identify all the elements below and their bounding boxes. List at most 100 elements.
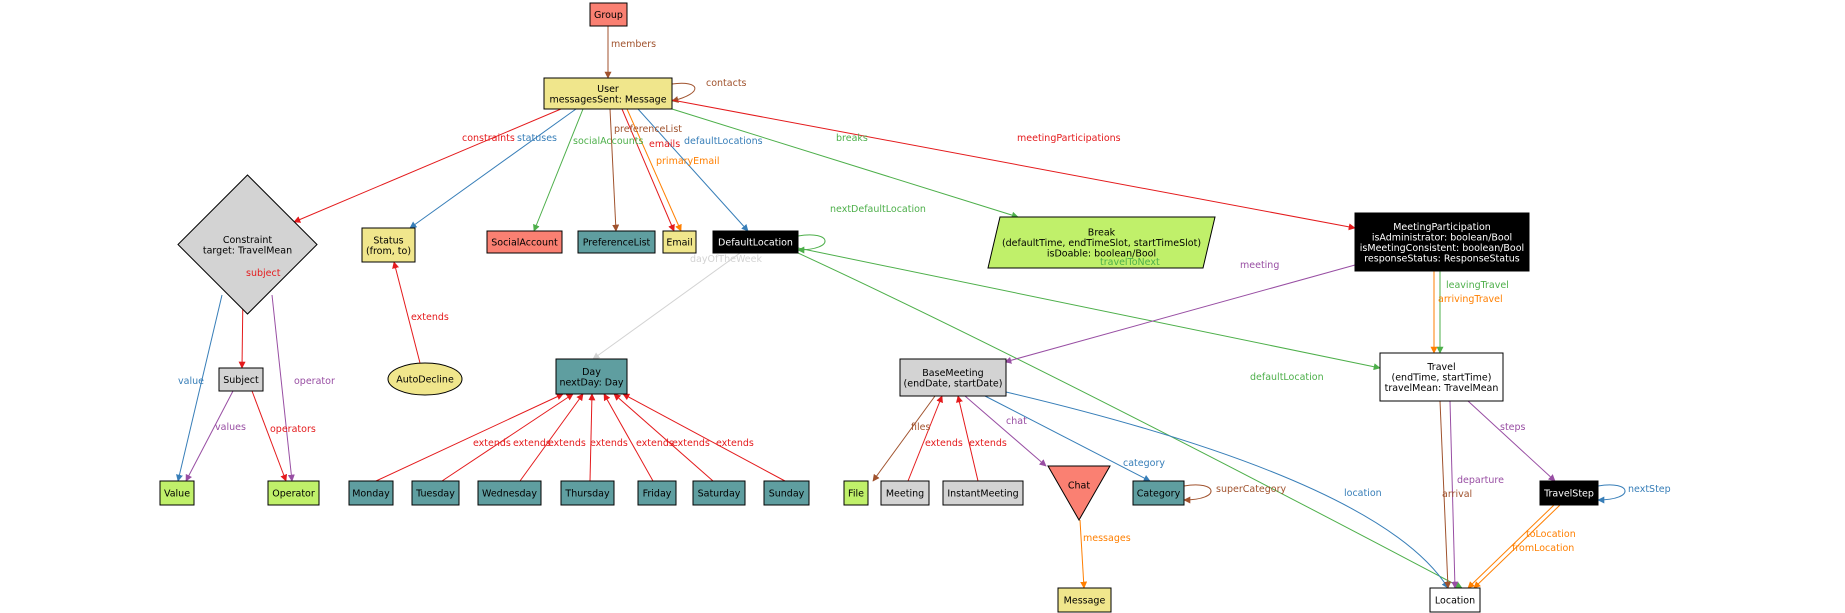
edge-instantmeeting-extends [956,395,979,482]
edge-label-constraints: constraints [462,133,515,144]
edge-primaryEmail [626,108,682,232]
node-attr-meeting-participation: isAdministrator: boolean/Bool [1372,232,1512,243]
node-break[interactable]: Break(defaultTime, endTimeSlot, startTim… [987,216,1216,269]
node-email[interactable]: Email [662,230,697,254]
node-friday[interactable]: Friday [637,480,677,506]
edge-label-chat: chat [1006,416,1027,427]
node-monday[interactable]: Monday [348,480,394,506]
edge-constraints [293,108,562,223]
node-operator[interactable]: Operator [267,480,320,506]
edge-preferenceList [609,108,620,232]
node-value[interactable]: Value [159,480,195,506]
node-shape-message [1057,587,1112,613]
node-title-sunday: Sunday [769,489,805,500]
node-shape-sunday [763,480,810,506]
edge-label-operators: operators [270,424,316,435]
node-title-operator: Operator [272,489,315,500]
node-shape-saturday [692,480,746,506]
edge-tuesday-extends [441,393,574,482]
node-location[interactable]: Location [1429,587,1481,613]
edge-messages [1079,519,1088,589]
node-shape-base-meeting [899,358,1007,397]
node-attr-meeting-participation: responseStatus: ResponseStatus [1364,253,1520,264]
node-travel[interactable]: Travel(endTime, startTime)travelMean: Tr… [1379,352,1504,402]
node-shape-user [543,77,673,110]
edge-contacts [671,82,696,103]
node-title-subject: Subject [223,375,259,386]
edge-label-monday-extends: extends [473,438,511,449]
node-travel-step[interactable]: TravelStep [1539,480,1599,506]
edge-nextDefaultLocation [797,234,826,254]
edge-fromLocation [1467,504,1555,589]
edge-sunday-extends [622,393,786,482]
edge-label-value: value [178,376,204,387]
edge-label-category: category [1123,458,1165,469]
node-tuesday[interactable]: Tuesday [411,480,460,506]
edge-saturday-extends [613,393,714,482]
node-title-group: Group [594,10,623,21]
node-social-account[interactable]: SocialAccount [486,230,563,254]
edge-label-members: members [611,39,656,50]
edge-label-subject: subject [246,268,281,279]
edge-label-emails: emails [649,139,680,150]
node-message[interactable]: Message [1057,587,1112,613]
node-title-wednesday: Wednesday [482,489,537,500]
edge-label-values: values [215,422,246,433]
node-title-preference-list: PreferenceList [583,238,651,249]
edge-label-location: location [1344,488,1382,499]
node-shape-auto-decline [387,362,463,396]
node-thursday[interactable]: Thursday [560,480,615,506]
node-meeting[interactable]: Meeting [880,480,930,506]
edge-label-files: files [911,422,930,433]
node-wednesday[interactable]: Wednesday [477,480,542,506]
node-title-email: Email [666,238,692,249]
edge-thursday-extends [588,393,596,482]
node-shape-default-location [712,230,799,254]
edge-autodecline-extends [392,261,421,364]
node-title-default-location: DefaultLocation [718,238,793,249]
node-title-file: File [848,489,864,500]
node-title-monday: Monday [352,489,390,500]
edge-label-arrivingTravel: arrivingTravel [1438,294,1503,305]
node-title-auto-decline: AutoDecline [396,375,454,386]
node-attr-meeting-participation: isMeetingConsistent: boolean/Bool [1360,243,1524,254]
node-instant-meeting[interactable]: InstantMeeting [942,480,1024,506]
node-auto-decline[interactable]: AutoDecline [387,362,463,396]
node-status[interactable]: Status(from, to) [361,227,416,263]
node-shape-travel [1379,352,1504,402]
edge-label-operator: operator [294,376,335,387]
node-title-travel: Travel [1426,362,1455,373]
node-shape-category [1132,480,1185,506]
edge-label-primaryEmail: primaryEmail [656,156,720,167]
edge-socialAccounts [533,108,584,232]
node-title-friday: Friday [643,489,672,500]
node-title-thursday: Thursday [564,489,610,500]
edge-label-steps: steps [1500,422,1526,433]
node-attr-travel: travelMean: TravelMean [1385,383,1499,394]
node-base-meeting[interactable]: BaseMeeting(endDate, startDate) [899,358,1007,397]
node-saturday[interactable]: Saturday [692,480,746,506]
node-title-constraint: Constraint [223,235,273,246]
edge-label-saturday-extends: extends [672,438,710,449]
node-shape-social-account [486,230,563,254]
edge-label-departure: departure [1457,475,1504,486]
edge-label-meeting: meeting [1240,260,1279,271]
edge-label-meeting-extends: extends [925,438,963,449]
edge-values [185,390,234,482]
node-group[interactable]: Group [589,2,628,27]
node-subject[interactable]: Subject [218,367,264,392]
edge-defaultLocations [637,108,749,232]
edge-toLocation [1473,504,1561,589]
node-preference-list[interactable]: PreferenceList [577,230,656,254]
node-file[interactable]: File [843,480,869,506]
node-default-location[interactable]: DefaultLocation [712,230,799,254]
node-sunday[interactable]: Sunday [763,480,810,506]
node-category[interactable]: Category [1132,480,1185,506]
node-title-saturday: Saturday [698,489,741,500]
node-chat[interactable]: Chat [1047,465,1111,522]
node-shape-file [843,480,869,506]
